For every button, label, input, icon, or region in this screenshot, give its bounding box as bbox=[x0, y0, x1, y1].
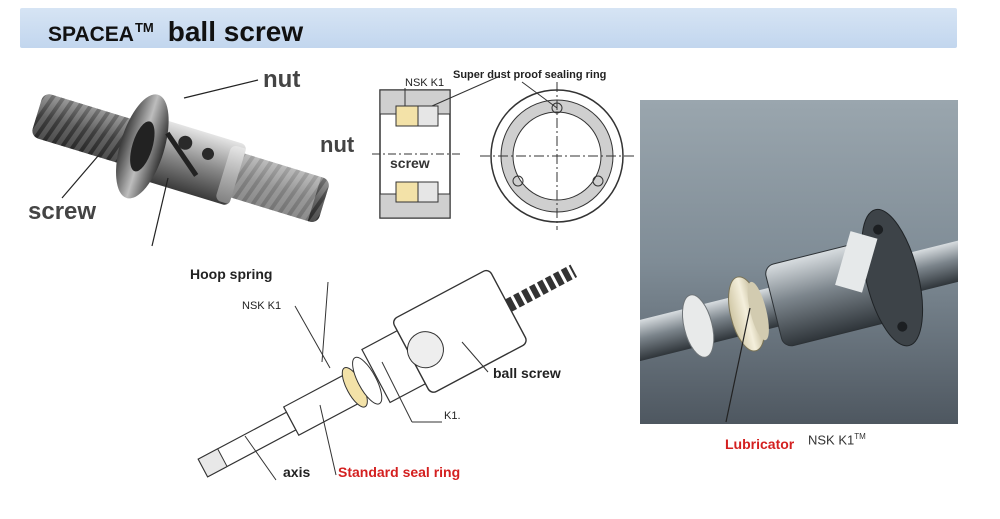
k1-label: K1. bbox=[444, 410, 461, 422]
ball-screw-label: ball screw bbox=[493, 365, 561, 381]
trademark-mark: TM bbox=[134, 20, 154, 35]
ball-screw-nut-illustration bbox=[32, 79, 329, 247]
axis-label: axis bbox=[283, 464, 311, 480]
nsk-k1-photo-tm: TM bbox=[854, 432, 866, 441]
nsk-k1-section-label: NSK K1 bbox=[405, 77, 445, 89]
hoop-spring-label: Hoop spring bbox=[190, 266, 273, 282]
nut-section-label: nut bbox=[320, 132, 355, 157]
lubricator-photo bbox=[640, 100, 958, 424]
screw-section-label: screw bbox=[390, 155, 430, 171]
nut-label-top: nut bbox=[263, 66, 301, 93]
nsk-k1-photo-text: NSK K1 bbox=[808, 432, 855, 448]
header-title: SPACEATM ball screw bbox=[48, 8, 303, 48]
header-bar bbox=[20, 8, 957, 48]
seal-cross-section-diagram bbox=[372, 75, 634, 230]
lubricator-label: Lubricator bbox=[725, 436, 795, 452]
standard-seal-ring-label: Standard seal ring bbox=[338, 464, 461, 480]
screw-label-left: screw bbox=[28, 198, 97, 225]
exploded-view-diagram bbox=[197, 264, 578, 481]
product-name: ball screw bbox=[167, 16, 304, 47]
nsk-k1-exploded-label: NSK K1 bbox=[242, 300, 282, 312]
brand-name: SPACEA bbox=[48, 23, 134, 46]
nsk-k1-photo-label: NSK K1TM bbox=[808, 432, 866, 447]
super-dust-ring-label: Super dust proof sealing ring bbox=[453, 69, 607, 81]
